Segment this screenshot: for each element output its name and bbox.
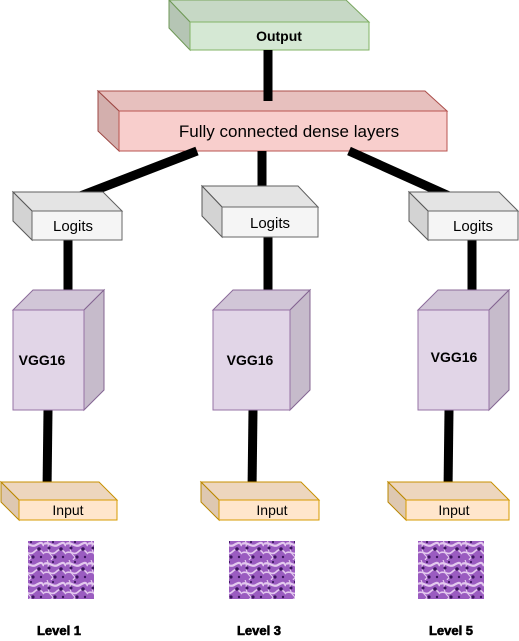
vgg16-node: VGG16 <box>11 288 106 412</box>
vgg16-front-face <box>417 309 490 411</box>
level-label: Level 1 <box>37 623 81 638</box>
input-node: Input <box>0 480 119 522</box>
level-label: Level 3 <box>237 623 281 638</box>
histology-image <box>418 541 484 599</box>
vgg16-side-face <box>488 288 510 412</box>
branch-level-1: Logits VGG16 Input Level 1 <box>0 190 124 638</box>
logits-label: Logits <box>250 215 290 232</box>
input-front-face <box>218 499 320 521</box>
vgg16-label: VGG16 <box>227 352 274 368</box>
input-label: Input <box>52 502 83 518</box>
input-label: Input <box>256 502 287 518</box>
logits-front-face <box>31 210 123 241</box>
vgg16-label: VGG16 <box>19 352 66 368</box>
connector-vgg-input-3 <box>247 409 258 492</box>
input-label: Input <box>438 502 469 518</box>
input-node: Input <box>386 480 511 522</box>
logits-node: Logits <box>11 190 124 242</box>
input-node: Input <box>199 480 321 522</box>
logits-front-face <box>221 206 319 238</box>
logits-label: Logits <box>453 218 493 235</box>
connector-vgg-input-5 <box>443 409 454 492</box>
branch-level-3: Logits VGG16 Input Level 3 <box>199 184 321 638</box>
vgg16-label: VGG16 <box>431 349 478 365</box>
branch-level-5: Logits VGG16 Input Level 5 <box>386 190 519 638</box>
histology-image <box>229 541 295 599</box>
output-label: Output <box>256 28 302 44</box>
histology-image <box>28 541 94 599</box>
input-top-face <box>0 481 119 501</box>
vgg16-front-face <box>212 309 291 411</box>
logits-label: Logits <box>53 218 93 235</box>
vgg16-node: VGG16 <box>416 288 511 412</box>
dense-layers-node: Fully connected dense layers <box>96 89 449 153</box>
dense-front-face <box>118 110 448 152</box>
output-node: Output <box>168 0 371 52</box>
dense-layers-label: Fully connected dense layers <box>179 122 399 141</box>
output-top-face <box>168 0 371 23</box>
output-front-face <box>189 21 370 51</box>
connector-vgg-input-1 <box>42 409 53 492</box>
logits-node: Logits <box>407 190 519 242</box>
input-front-face <box>405 499 510 521</box>
level-label: Level 5 <box>429 623 473 638</box>
vgg16-front-face <box>12 309 85 411</box>
input-top-face <box>199 481 321 501</box>
input-front-face <box>18 499 118 521</box>
vgg16-side-face <box>289 288 311 412</box>
logits-node: Logits <box>200 184 320 239</box>
input-top-face <box>386 481 511 501</box>
logits-front-face <box>427 210 519 241</box>
vgg16-node: VGG16 <box>211 288 312 412</box>
vgg16-side-face <box>83 288 105 412</box>
